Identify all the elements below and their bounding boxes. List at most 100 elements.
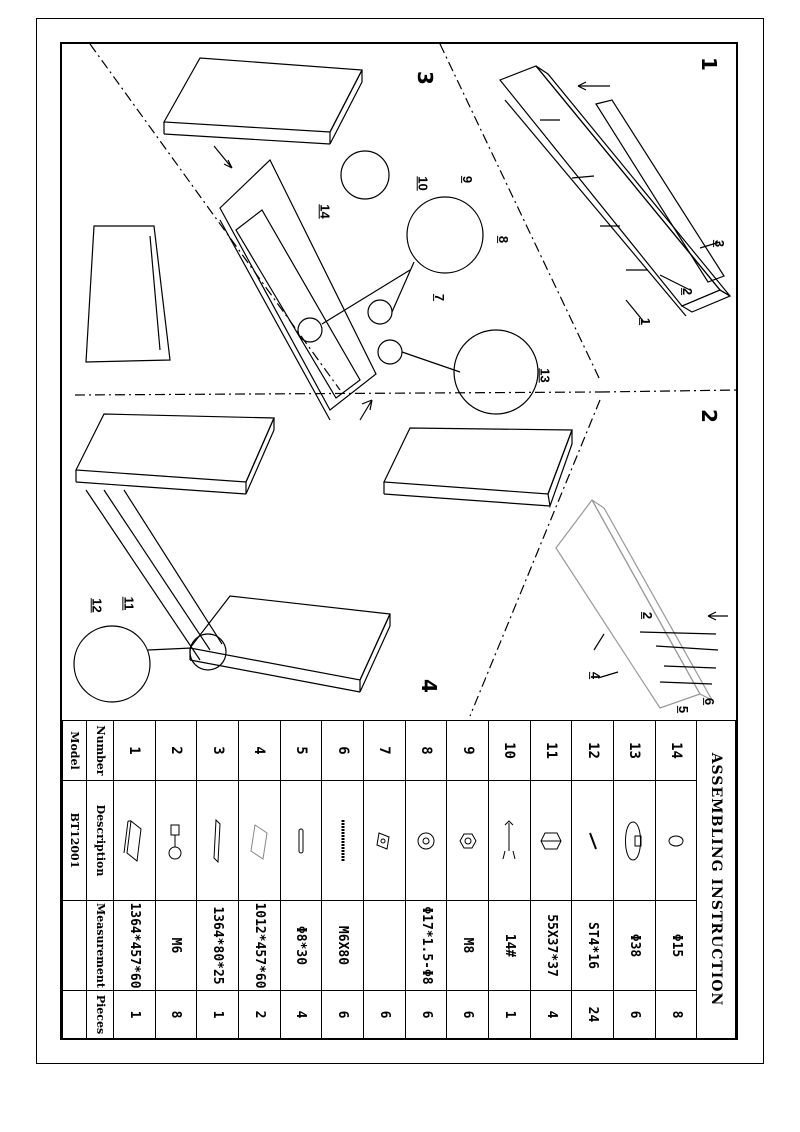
callout-step3-part10: 10 — [415, 176, 431, 191]
callout-step1-part3: 3 — [712, 239, 728, 248]
callout-step1-part2: 2 — [680, 287, 696, 296]
callout-step4-part12: 12 — [89, 598, 105, 613]
callout-step3-part8: 8 — [496, 235, 512, 244]
part-measurement: 55X37*37 — [530, 900, 572, 991]
step1-drawing — [499, 65, 732, 323]
part-pieces: 24 — [571, 990, 614, 1038]
callout-step3-part14: 14 — [317, 204, 333, 219]
divider-step3 — [89, 43, 341, 391]
step3-drawing — [85, 57, 573, 509]
part-pieces: 4 — [530, 990, 572, 1038]
part-pieces: 6 — [405, 990, 447, 1038]
document-title: ASSEMBLING INSTRUCTION — [696, 720, 736, 1038]
model-label: Model — [62, 720, 87, 781]
part-number: 14 — [655, 720, 697, 781]
part-measurement: ST4*16 — [571, 900, 614, 991]
step2-drawing — [555, 498, 728, 709]
cover-cap-icon — [613, 780, 656, 901]
part-pieces: 1 — [196, 990, 239, 1038]
column-header-pieces: Pieces — [86, 990, 114, 1038]
part-number: 9 — [446, 720, 489, 781]
part-measurement: Φ8*30 — [280, 900, 322, 991]
model-empty-cell — [62, 900, 87, 991]
parts-row: 10 14#1 — [488, 720, 531, 1038]
part-measurement: 14# — [488, 900, 531, 991]
part-measurement: Φ17*1.5-Φ8 — [405, 900, 447, 991]
wooden-dowel-icon — [280, 780, 322, 901]
model-empty-cell — [62, 990, 87, 1038]
callout-step2-part6: 6 — [702, 697, 718, 706]
column-header-description: Description — [86, 780, 114, 901]
step-number-2: 2 — [696, 409, 721, 423]
part-measurement: Φ15 — [655, 900, 697, 991]
part-number: 13 — [613, 720, 656, 781]
part-measurement: 1012*457*60 — [238, 900, 281, 991]
page-inner-border — [60, 42, 738, 1040]
hex-nut-icon — [446, 780, 489, 901]
part-number: 12 — [571, 720, 614, 781]
part-measurement: M8 — [446, 900, 489, 991]
threaded-rod-icon — [321, 780, 364, 901]
model-value: BT12001 — [62, 780, 87, 901]
column-header-number: Number — [86, 720, 114, 781]
part-number: 8 — [405, 720, 447, 781]
part-pieces: 8 — [655, 990, 697, 1038]
step4-drawing — [73, 413, 391, 703]
callout-step1-part1: 1 — [638, 317, 654, 326]
part-measurement: M6X80 — [321, 900, 364, 991]
part-number: 4 — [238, 720, 281, 781]
divider-left — [74, 391, 601, 396]
part-pieces: 6 — [321, 990, 364, 1038]
divider-right — [599, 389, 739, 393]
side-panel-icon — [238, 780, 281, 901]
part-number: 6 — [321, 720, 364, 781]
callout-step4-part11: 11 — [121, 596, 137, 611]
wrench-icon — [488, 780, 531, 901]
part-number: 11 — [530, 720, 572, 781]
divider-top — [439, 43, 601, 381]
part-number: 7 — [363, 720, 406, 781]
step-number-4: 4 — [416, 679, 441, 693]
page-outer-border — [36, 18, 764, 1064]
part-measurement: 1364*80*25 — [196, 900, 239, 991]
part-number: 5 — [280, 720, 322, 781]
barrel-nut-icon — [363, 780, 406, 901]
part-number: 2 — [155, 720, 197, 781]
cam-bolt-icon — [155, 780, 197, 901]
callout-step3-part9: 9 — [460, 175, 476, 184]
part-pieces: 6 — [613, 990, 656, 1038]
corner-bracket-icon — [530, 780, 572, 901]
part-measurement — [363, 900, 406, 991]
part-pieces: 4 — [280, 990, 322, 1038]
step-number-3: 3 — [412, 71, 437, 85]
part-pieces: 1 — [488, 990, 531, 1038]
part-pieces: 2 — [238, 990, 281, 1038]
part-pieces: 6 — [446, 990, 489, 1038]
long-panel-icon — [113, 780, 156, 901]
rail-bar-icon — [196, 780, 239, 901]
part-number: 3 — [196, 720, 239, 781]
screw-icon — [571, 780, 614, 901]
callout-step3-part13: 13 — [537, 368, 553, 383]
part-number: 1 — [113, 720, 156, 781]
callout-step2-part4: 4 — [588, 671, 604, 680]
column-header-measurement: Measurement — [86, 900, 114, 991]
part-number: 10 — [488, 720, 531, 781]
small-cap-icon — [655, 780, 697, 901]
part-pieces: 1 — [113, 990, 156, 1038]
divider-bottom — [469, 399, 601, 717]
part-measurement: 1364*457*60 — [113, 900, 156, 991]
part-measurement: M6 — [155, 900, 197, 991]
